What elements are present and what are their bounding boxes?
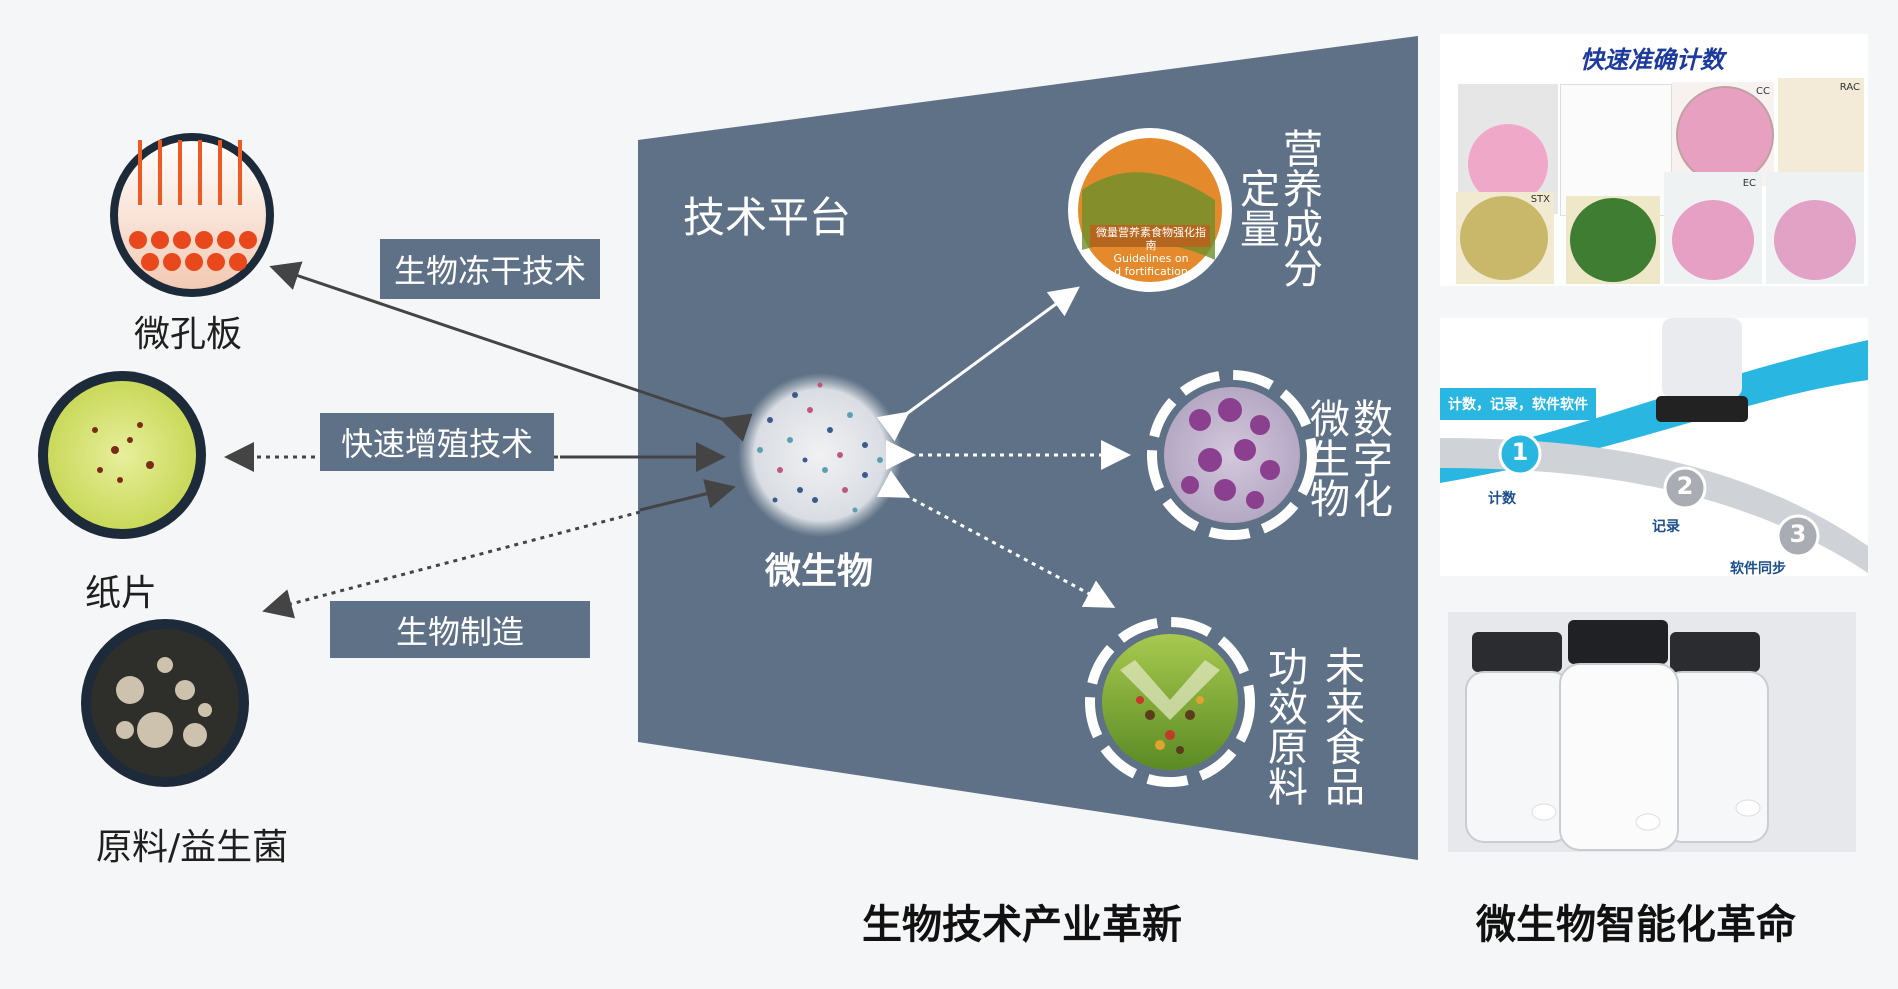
step-2-label: 记录 xyxy=(1652,519,1680,535)
tag-rapid-growth: 快速增殖技术 xyxy=(320,413,554,471)
node-digital-label-col2: 数字化 xyxy=(1353,397,1393,523)
arrow-lyophilization xyxy=(269,261,753,442)
step-2-number: 2 xyxy=(1676,472,1694,500)
paper-disc-label: 纸片 xyxy=(85,573,158,614)
arrow-biomanufacturing-in xyxy=(639,479,736,512)
workflow-banner: 计数，记录，软件软件 xyxy=(1440,388,1596,420)
node-future-food-label-col1: 功效原料 xyxy=(1268,645,1308,811)
node-nutrition-label-col2: 营养成分 xyxy=(1283,127,1323,293)
vial-icon xyxy=(1663,632,1769,843)
vials-panel xyxy=(1448,612,1856,852)
microplate-icon xyxy=(110,133,274,297)
center-label: 微生物 xyxy=(765,551,874,592)
vial-icon xyxy=(1559,620,1679,851)
step-1-label: 计数 xyxy=(1488,491,1516,507)
arrow-to-nutrition xyxy=(876,286,1080,442)
node-future-food-label-col2: 未来食品 xyxy=(1325,645,1365,811)
platform-title: 技术平台 xyxy=(683,193,852,242)
workflow-panel: 计数，记录，软件软件 1 2 3 计数 记录 软件同步 xyxy=(1440,318,1868,576)
caption-biotech-innovation: 生物技术产业革新 xyxy=(862,902,1182,948)
microbe-dish-icon xyxy=(738,373,902,537)
arrow-to-future-food xyxy=(876,470,1116,608)
future-food-icon xyxy=(1085,617,1255,787)
nutrition-book-title: 微量营养素食物强化指南 Guidelines on d fortificatio… xyxy=(1096,226,1206,278)
tag-lyophilization: 生物冻干技术 xyxy=(380,239,600,299)
step-3-number: 3 xyxy=(1789,520,1807,548)
paper-disc-icon xyxy=(38,371,206,539)
rapid-counting-title: 快速准确计数 xyxy=(1580,46,1724,74)
microplate-label: 微孔板 xyxy=(134,314,243,355)
microbe-dots xyxy=(757,382,883,513)
step-1-number: 1 xyxy=(1511,438,1529,466)
step-3-label: 软件同步 xyxy=(1730,561,1786,576)
node-nutrition-label-col1: 定量 xyxy=(1240,167,1280,253)
digital-microbe-icon xyxy=(1147,370,1317,540)
tag-biomanufacturing: 生物制造 xyxy=(330,601,590,658)
caption-smart-revolution: 微生物智能化革命 xyxy=(1476,902,1796,948)
arrow-biomanufacturing-out xyxy=(262,510,641,619)
vial-icon xyxy=(1465,632,1571,843)
node-digital-label-col1: 微生物 xyxy=(1310,397,1350,523)
nutrition-book-icon xyxy=(1068,128,1232,292)
petri-dish-icon xyxy=(81,619,249,787)
rapid-counting-panel: 快速准确计数 CC RAC STX EC xyxy=(1440,34,1868,286)
probiotic-label: 原料/益生菌 xyxy=(96,827,289,868)
